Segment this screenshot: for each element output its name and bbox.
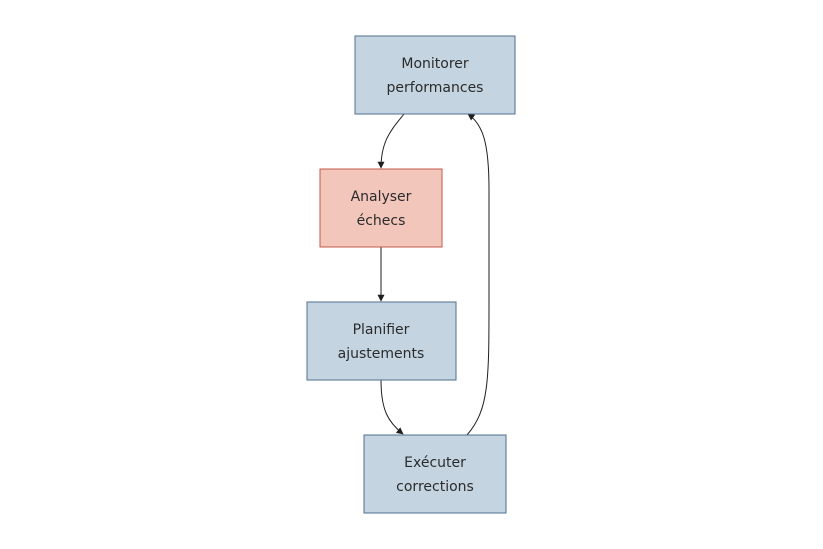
- node-label-line1: Exécuter: [404, 455, 466, 471]
- edge-monitor-to-analyze: [377, 113, 405, 169]
- node-planifier-ajustements[interactable]: Planifier ajustements: [306, 301, 457, 381]
- node-label-line2: ajustements: [338, 346, 425, 362]
- node-label-line1: Monitorer: [401, 56, 469, 72]
- node-monitor-performances[interactable]: Monitorer performances: [354, 35, 516, 115]
- node-box: [363, 434, 507, 514]
- node-label-line2: échecs: [357, 213, 406, 229]
- node-executer-corrections[interactable]: Exécuter corrections: [363, 434, 507, 514]
- node-label-line1: Planifier: [353, 322, 410, 338]
- edges: [377, 113, 490, 436]
- node-label-line1: Analyser: [351, 189, 412, 205]
- node-box: [306, 301, 457, 381]
- node-box: [319, 168, 443, 248]
- node-analyser-echecs[interactable]: Analyser échecs: [319, 168, 443, 248]
- node-label-line2: performances: [387, 80, 484, 96]
- edge-plan-to-execute: [380, 379, 404, 435]
- edge-execute-to-monitor: [466, 113, 490, 436]
- node-box: [354, 35, 516, 115]
- node-label-line2: corrections: [396, 479, 474, 495]
